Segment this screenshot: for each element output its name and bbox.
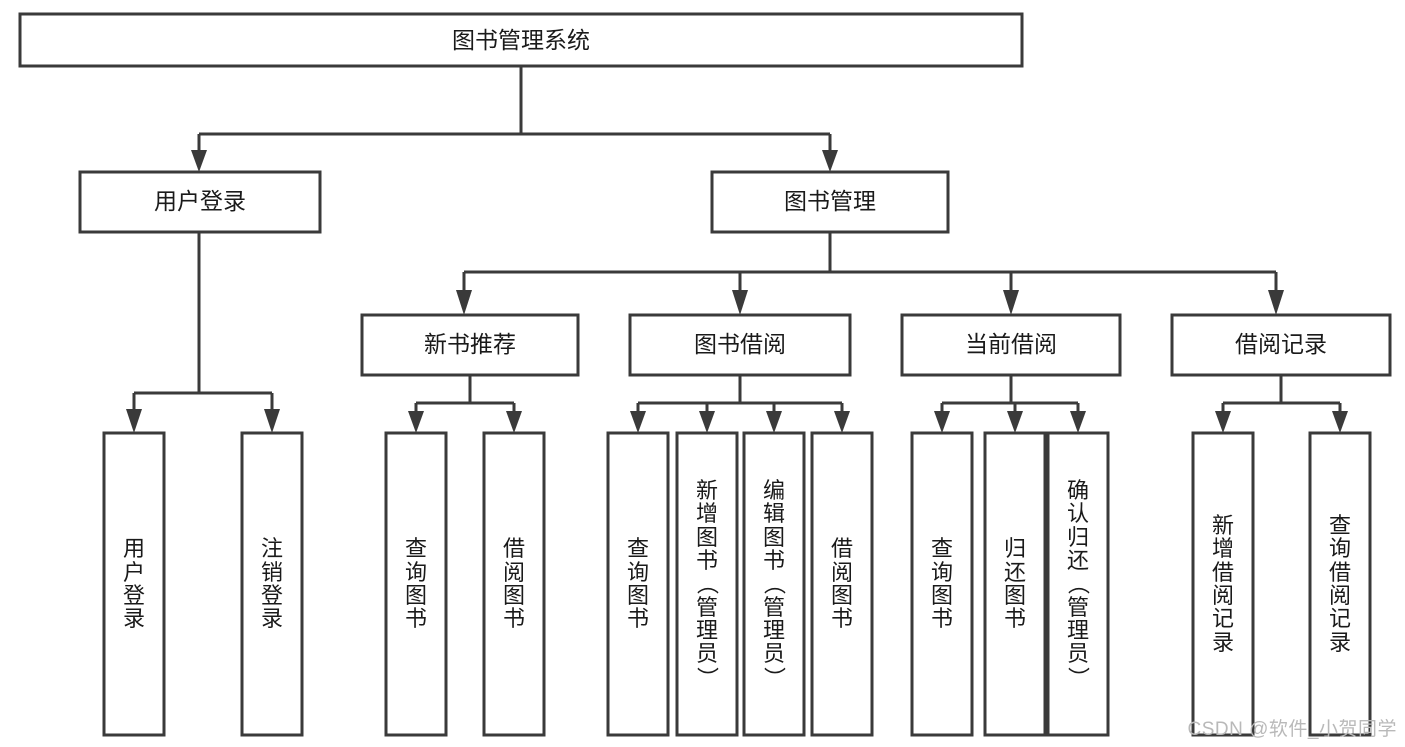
node-user-login-box[interactable] — [78, 170, 322, 234]
node-current-borrow-label: 当前借阅 — [965, 331, 1057, 357]
arrow-leaf-user-login — [126, 409, 142, 433]
node-borrow-record-box[interactable] — [1170, 313, 1392, 377]
node-borrow-record-label: 借阅记录 — [1235, 331, 1327, 357]
node-book-borrow[interactable]: 图书借阅 — [628, 313, 852, 377]
arrow-book-borrow — [732, 290, 748, 315]
node-new-book-recommend-label: 新书推荐 — [424, 331, 516, 357]
node-root[interactable]: 图书管理系统 — [18, 12, 1024, 68]
arrow-leaf-query-book-rec — [408, 411, 424, 433]
arrow-user-login — [191, 150, 207, 172]
arrow-leaf-return-book — [1007, 411, 1023, 433]
node-user-login[interactable]: 用户登录 — [78, 170, 322, 234]
node-borrow-record[interactable]: 借阅记录 — [1170, 313, 1392, 377]
leaf-query-book-cur-box[interactable] — [910, 431, 974, 737]
node-current-borrow[interactable]: 当前借阅 — [900, 313, 1122, 377]
leaf-query-book-borrow-box[interactable] — [606, 431, 670, 737]
arrow-leaf-user-logout — [264, 409, 280, 433]
arrow-new-book-recommend — [456, 290, 472, 315]
node-root-box[interactable] — [18, 12, 1024, 68]
leaf-borrow-book-rec-box[interactable] — [482, 431, 546, 737]
connectors-layer — [126, 66, 1348, 433]
leaf-query-book-rec-box[interactable] — [384, 431, 448, 737]
leaf-add-borrow-record-box[interactable] — [1191, 431, 1255, 737]
leaf-confirm-return-admin-box[interactable] — [1046, 431, 1110, 737]
arrow-leaf-edit-book-admin — [766, 411, 782, 433]
leaf-edit-book-admin-box[interactable] — [742, 431, 806, 737]
arrow-leaf-add-book-admin — [699, 411, 715, 433]
node-book-borrow-box[interactable] — [628, 313, 852, 377]
arrow-leaf-query-book-borrow — [630, 411, 646, 433]
node-book-manage[interactable]: 图书管理 — [710, 170, 950, 234]
leaf-add-book-admin-box[interactable] — [675, 431, 739, 737]
arrow-leaf-add-borrow-record — [1215, 411, 1231, 433]
node-user-login-label: 用户登录 — [154, 188, 246, 214]
node-new-book-recommend[interactable]: 新书推荐 — [360, 313, 580, 377]
arrow-borrow-record — [1268, 290, 1284, 315]
arrow-book-manage — [822, 150, 838, 172]
arrow-leaf-query-borrow-record — [1332, 411, 1348, 433]
node-book-manage-label: 图书管理 — [784, 188, 876, 214]
node-root-label: 图书管理系统 — [452, 27, 590, 53]
arrow-leaf-borrow-book-rec — [506, 411, 522, 433]
node-book-borrow-label: 图书借阅 — [694, 331, 786, 357]
arrow-leaf-confirm-return-admin — [1070, 411, 1086, 433]
node-new-book-recommend-box[interactable] — [360, 313, 580, 377]
node-book-manage-box[interactable] — [710, 170, 950, 234]
arrow-leaf-borrow-book — [834, 411, 850, 433]
leaf-boxes-layer — [102, 431, 1372, 737]
node-current-borrow-box[interactable] — [900, 313, 1122, 377]
arrow-current-borrow — [1003, 290, 1019, 315]
leaf-user-logout-box[interactable] — [240, 431, 304, 737]
leaf-query-borrow-record-box[interactable] — [1308, 431, 1372, 737]
leaf-return-book-box[interactable] — [983, 431, 1047, 737]
leaf-borrow-book-box[interactable] — [810, 431, 874, 737]
arrow-leaf-query-book-cur — [934, 411, 950, 433]
leaf-user-login-box[interactable] — [102, 431, 166, 737]
